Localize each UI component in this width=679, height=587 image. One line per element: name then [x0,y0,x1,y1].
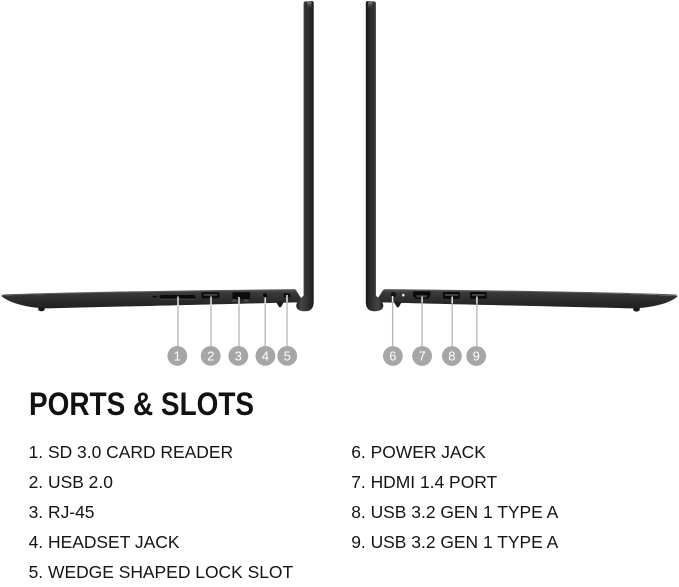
svg-text:1: 1 [174,348,181,363]
svg-text:2: 2 [207,348,214,363]
svg-text:8: 8 [448,349,455,364]
svg-text:3: 3 [235,348,242,363]
svg-text:4: 4 [262,348,269,363]
svg-text:7: 7 [418,349,425,364]
svg-text:5: 5 [284,348,291,363]
svg-text:9: 9 [473,349,480,364]
svg-text:6: 6 [389,349,396,364]
